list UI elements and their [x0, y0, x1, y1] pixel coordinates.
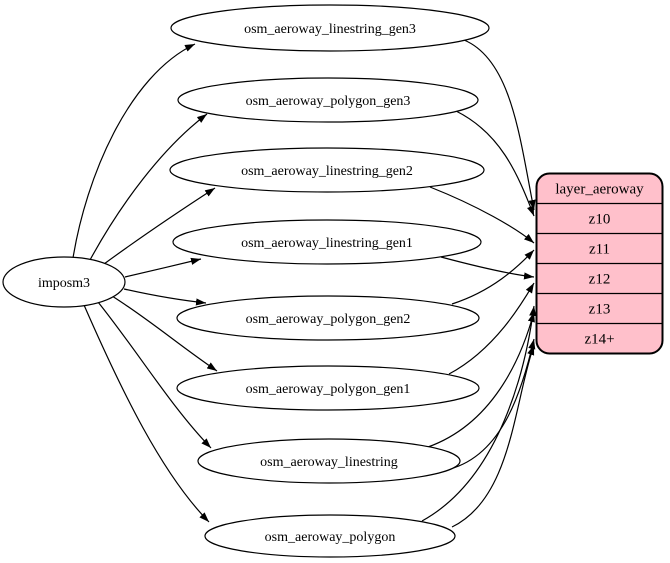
edge-osm_aeroway_linestring_gen3-to-z10	[463, 39, 536, 211]
node-osm_aeroway_linestring_gen1-label: osm_aeroway_linestring_gen1	[241, 236, 413, 251]
node-osm_aeroway_polygon-label: osm_aeroway_polygon	[265, 530, 396, 545]
edge-imposm3-to-osm_aeroway_polygon_gen3	[89, 113, 208, 261]
node-osm_aeroway_polygon_gen3	[177, 77, 479, 123]
record-row-z12: z12	[589, 272, 611, 288]
node-osm_aeroway_polygon_gen2-label: osm_aeroway_polygon_gen2	[246, 312, 411, 327]
edge-imposm3-to-osm_aeroway_linestring_gen3	[72, 43, 196, 259]
record-row-z11: z11	[589, 242, 610, 258]
node-imposm3-label: imposm3	[38, 276, 90, 291]
edge-osm_aeroway_linestring_gen2-to-z11	[429, 186, 535, 244]
node-osm_aeroway_linestring-label: osm_aeroway_linestring	[260, 455, 398, 470]
edge-osm_aeroway_polygon_gen1-to-z12	[448, 282, 535, 375]
node-imposm3	[2, 256, 126, 308]
record-row-z13: z13	[589, 302, 611, 318]
node-osm_aeroway_polygon	[204, 514, 456, 558]
record-title: layer_aeroway	[555, 182, 644, 198]
node-osm_aeroway_linestring_gen3	[170, 4, 490, 52]
edge-osm_aeroway_polygon_gen3-to-z10	[455, 110, 535, 217]
node-osm_aeroway_linestring_gen2-label: osm_aeroway_linestring_gen2	[241, 164, 413, 179]
node-osm_aeroway_polygon_gen2	[176, 295, 480, 341]
record-group: layer_aeroway z10 z11 z12 z13 z14+	[535, 172, 664, 355]
edge-osm_aeroway_linestring-to-z14+	[445, 338, 536, 471]
node-osm_aeroway_polygon_gen3-label: osm_aeroway_polygon_gen3	[246, 94, 411, 109]
edge-imposm3-to-osm_aeroway_linestring	[97, 301, 212, 449]
edge-osm_aeroway_linestring_gen1-to-z12	[440, 256, 535, 280]
edge-imposm3-to-osm_aeroway_linestring_gen2	[103, 187, 216, 265]
edge-imposm3-to-osm_aeroway_linestring_gen1	[124, 257, 202, 278]
edge-osm_aeroway_polygon_gen2-to-z11	[451, 249, 535, 305]
node-osm_aeroway_polygon_gen1-label: osm_aeroway_polygon_gen1	[246, 382, 411, 397]
record-row-z10: z10	[589, 212, 611, 228]
node-osm_aeroway_linestring_gen2	[169, 147, 485, 193]
node-osm_aeroway_linestring	[197, 438, 461, 484]
edge-imposm3-to-osm_aeroway_polygon	[83, 304, 210, 523]
edge-imposm3-to-osm_aeroway_polygon_gen2	[123, 288, 207, 306]
edge-imposm3-to-osm_aeroway_polygon_gen1	[111, 295, 218, 372]
nodes-group: imposm3 osm_aeroway_linestring_gen3 osm_ae…	[2, 4, 490, 558]
node-osm_aeroway_polygon_gen1	[176, 365, 480, 411]
record-row-z14+: z14+	[584, 332, 614, 348]
edge-osm_aeroway_polygon-to-z14+	[451, 344, 535, 528]
node-osm_aeroway_linestring_gen1	[172, 219, 482, 265]
edge-osm_aeroway_linestring-to-z13	[427, 311, 535, 448]
node-osm_aeroway_linestring_gen3-label: osm_aeroway_linestring_gen3	[244, 22, 416, 37]
edges-group	[72, 39, 537, 528]
edge-osm_aeroway_polygon-to-z13	[421, 305, 537, 522]
